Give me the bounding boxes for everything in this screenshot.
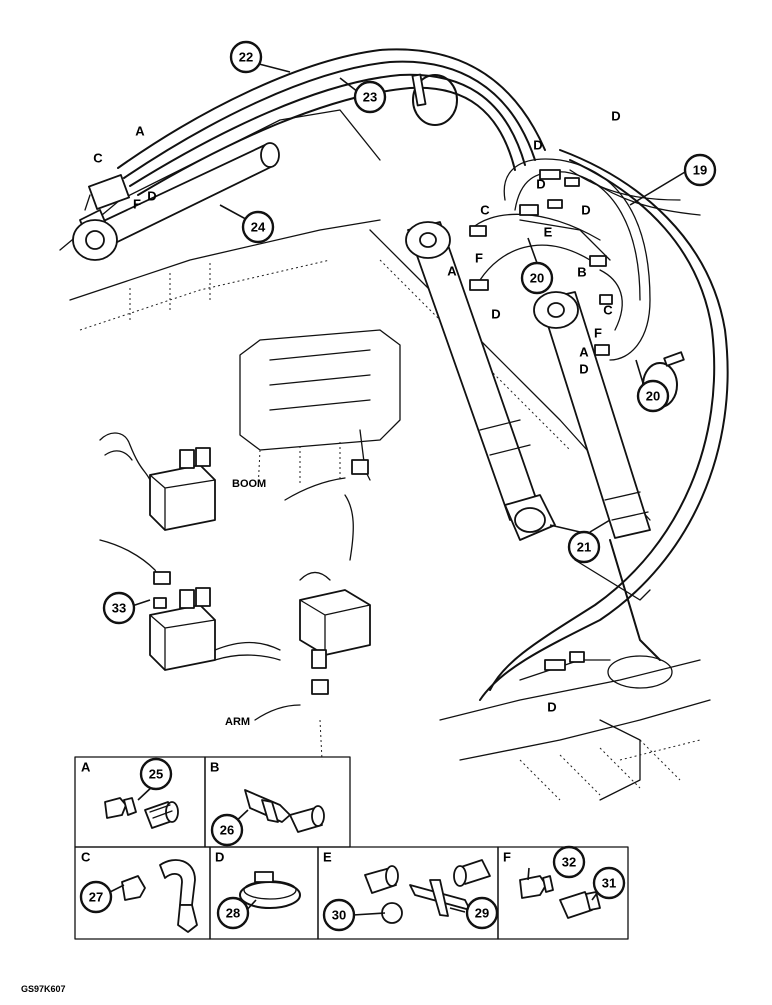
detail-panels: A B C D E F — [74, 756, 629, 940]
svg-text:20: 20 — [646, 389, 660, 404]
svg-text:29: 29 — [475, 906, 489, 921]
boom-label: BOOM — [232, 478, 266, 490]
fitting-letter-f: F — [475, 251, 483, 266]
arm-valve — [254, 571, 371, 761]
lower-hose-connection — [519, 651, 611, 681]
small-hoses — [469, 158, 701, 361]
fitting-letter-d: D — [579, 362, 588, 377]
fitting-letter-d: D — [491, 307, 500, 322]
fitting-letter-d: D — [547, 700, 556, 715]
callout-22: 22 — [229, 40, 263, 74]
callout-20: 20 — [636, 379, 670, 413]
callout-27: 27 — [79, 880, 113, 914]
boom-solenoid-block — [99, 432, 354, 561]
boom-cylinder — [72, 142, 280, 261]
svg-text:23: 23 — [363, 90, 377, 105]
figure-code: GS97K607 — [21, 984, 66, 994]
svg-text:25: 25 — [149, 767, 163, 782]
fitting-letter-e: E — [544, 225, 553, 240]
svg-text:19: 19 — [693, 163, 707, 178]
callout-20: 20 — [520, 261, 554, 295]
hose-bundle — [117, 48, 729, 701]
fitting-letter-a: A — [135, 124, 145, 139]
fitting-letter-f: F — [133, 197, 141, 212]
elbow-fitting-c — [121, 859, 198, 933]
panel-label-c: C — [81, 850, 91, 865]
callout-32: 32 — [552, 845, 586, 879]
arm-cylinders — [405, 221, 661, 661]
control-valve — [239, 329, 401, 501]
svg-text:26: 26 — [220, 823, 234, 838]
callout-23: 23 — [353, 80, 387, 114]
callout-28: 28 — [216, 896, 250, 930]
callout-19: 19 — [683, 153, 717, 187]
adapter-fitting-a — [104, 797, 179, 829]
svg-text:20: 20 — [530, 271, 544, 286]
svg-text:32: 32 — [562, 855, 576, 870]
svg-text:31: 31 — [602, 876, 616, 891]
fitting-letter-d: D — [581, 203, 590, 218]
svg-text:24: 24 — [251, 220, 266, 235]
fitting-letter-c: C — [603, 303, 613, 318]
arm-label: ARM — [225, 716, 250, 728]
panel-label-e: E — [323, 850, 332, 865]
cross-fitting-e — [364, 859, 491, 924]
callout-31: 31 — [592, 866, 626, 900]
callout-21: 21 — [567, 530, 601, 564]
svg-text:33: 33 — [112, 601, 126, 616]
svg-text:28: 28 — [226, 906, 240, 921]
fitting-letter-b: B — [577, 265, 586, 280]
callout-26: 26 — [210, 813, 244, 847]
fitting-letter-c: C — [93, 151, 103, 166]
fitting-letter-d: D — [611, 109, 620, 124]
panel-a-box — [74, 756, 206, 848]
svg-text:30: 30 — [332, 908, 346, 923]
callout-24: 24 — [241, 210, 275, 244]
adapter-fitting-f — [519, 875, 601, 919]
fitting-letter-c: C — [480, 203, 490, 218]
fitting-letter-a: A — [447, 264, 457, 279]
fitting-letters: A C F D D D D D E C A F D B C F A D D — [93, 109, 620, 715]
panel-label-d: D — [215, 850, 224, 865]
svg-text:22: 22 — [239, 50, 253, 65]
svg-text:27: 27 — [89, 890, 103, 905]
tee-fitting-b — [244, 789, 325, 833]
arm-solenoid-block — [99, 539, 281, 671]
callout-30: 30 — [322, 898, 356, 932]
fitting-letter-d: D — [147, 189, 156, 204]
hose-clamp-top — [411, 73, 458, 126]
fitting-letter-f: F — [594, 326, 602, 341]
panel-label-b: B — [210, 760, 219, 775]
callout-25: 25 — [139, 757, 173, 791]
panel-label-f: F — [503, 850, 511, 865]
panel-label-a: A — [81, 760, 91, 775]
callout-29: 29 — [465, 896, 499, 930]
fitting-letter-d: D — [533, 138, 542, 153]
fitting-letter-d: D — [536, 177, 545, 192]
svg-text:21: 21 — [577, 540, 591, 555]
callout-33: 33 — [102, 591, 136, 625]
fitting-letter-a: A — [579, 345, 589, 360]
hose-clamp-d — [239, 871, 301, 909]
